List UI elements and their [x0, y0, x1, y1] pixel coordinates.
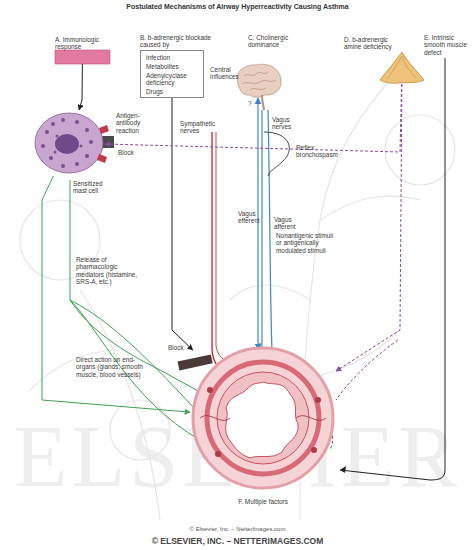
blockade-causes-box: B. b-adrenergic blockade caused byInfect…: [140, 50, 204, 98]
node-text: Adenylcyclase deficiency: [146, 72, 202, 87]
connector-arrow: [42, 176, 190, 412]
nerve-label: Vagus afferent: [274, 216, 300, 231]
node-heading: B. b-adrenergic blockade caused by: [140, 34, 212, 49]
annotation: Reflex bronchospasm: [296, 144, 336, 159]
question-mark: ?: [248, 100, 256, 107]
annotation: Nonantigenic stimuli or antigenically mo…: [276, 232, 340, 254]
brain-illustration-outline: [234, 62, 282, 98]
section-label: E. Intrinsic smooth muscle defect: [424, 34, 472, 56]
node-text: Infection: [146, 54, 202, 61]
copyright-banner: © ELSEVIER, INC. – NETTERIMAGES.COM: [0, 536, 475, 546]
node-heading: A. Immunologic response: [55, 36, 115, 51]
annotation: Direct action on end-organs (glands, smo…: [76, 356, 144, 378]
block-label: Block: [168, 344, 192, 351]
sympathetic-nerve: [216, 132, 240, 366]
node-heading: D. b-adrenergic amine deficiency: [344, 36, 396, 51]
block-bar: [178, 355, 213, 371]
nerve-label: Sympathetic nerves: [180, 120, 212, 135]
node-text: Drugs: [146, 88, 202, 95]
mast-cell-outline: [33, 110, 105, 176]
immunologic-box: A. Immunologic response: [55, 50, 110, 64]
connector-arrow: [79, 64, 82, 110]
smooth-muscle-defect-line: [340, 58, 445, 480]
arrow-head: [340, 466, 346, 473]
reflex-loop: [264, 132, 289, 176]
airway-cross-section-outline: [190, 350, 336, 486]
nerve-label: Vagus efferent: [238, 210, 262, 225]
airway-cross-section: F. Multiple factors: [190, 350, 336, 486]
mediator-line: [70, 300, 205, 420]
copyright-note: © Elsevier, Inc. – NetterImages.com: [0, 526, 475, 533]
diagram-title: Postulated Mechanisms of Airway Hyperrea…: [0, 3, 475, 10]
connector-arrow: [336, 84, 402, 371]
sympathetic-nerve: [212, 132, 232, 378]
annotation: Release of pharmacologic mediators (hist…: [76, 256, 138, 286]
mast-cell: Sensitized mast cell: [33, 110, 105, 176]
brain-illustration: C. Cholinergic dominanceCentral influenc…: [234, 62, 282, 98]
node-text: Metabolites: [146, 63, 202, 70]
connector-arrow: [172, 98, 193, 350]
adrenal-gland: D. b-adrenergic amine deficiency: [380, 52, 424, 84]
watermark-tree: [20, 70, 455, 520]
node-heading: Sensitized mast cell: [73, 180, 107, 195]
block-label: Block: [118, 149, 142, 156]
node-text: Central influences: [210, 66, 234, 81]
immunologic-box-outline: [55, 50, 110, 64]
node-heading: F. Multiple factors: [218, 498, 308, 505]
annotation: Antigen-antibody reaction: [116, 112, 156, 134]
block-bar: [102, 136, 114, 148]
adrenal-gland-outline: [380, 52, 424, 84]
nerve-label: Vagus nerves: [272, 116, 302, 131]
mediator-line: [70, 180, 200, 392]
node-heading: C. Cholinergic dominance: [248, 34, 292, 49]
